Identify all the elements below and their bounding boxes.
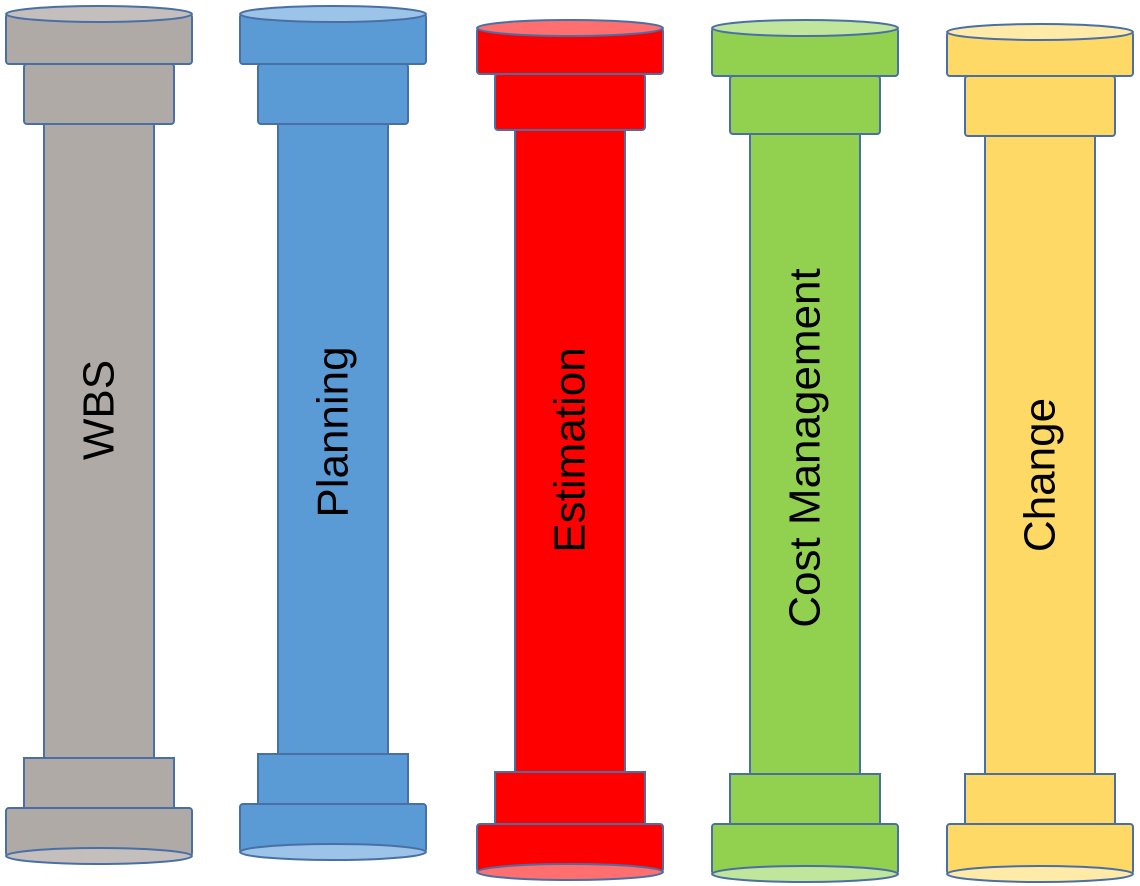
pillar-planning: Planning — [240, 6, 426, 860]
pillar-estimation: Estimation — [477, 20, 663, 880]
pillar-label: Planning — [309, 346, 358, 517]
pillar-base-neck — [24, 758, 174, 808]
pillar-wbs: WBS — [6, 6, 192, 864]
pillar-base-neck — [965, 774, 1115, 824]
pillar-label: Estimation — [546, 347, 595, 552]
pillar-capital-top — [6, 6, 192, 22]
pillar-capital-top — [240, 6, 426, 22]
pillar-capital-neck — [730, 76, 880, 134]
pillar-capital-top — [947, 24, 1133, 40]
pillar-base-neck — [495, 772, 645, 824]
pillar-capital-neck — [965, 76, 1115, 136]
pillar-capital-neck — [258, 64, 408, 124]
pillar-capital-neck — [24, 64, 174, 124]
pillar-base-neck — [258, 754, 408, 804]
pillar-capital-top — [712, 20, 898, 36]
pillar-label: Change — [1016, 398, 1065, 552]
pillar-base-bottom — [947, 866, 1133, 882]
pillar-label: WBS — [75, 360, 124, 460]
pillar-base-bottom — [240, 844, 426, 860]
pillar-base-bottom — [712, 866, 898, 882]
pillar-capital-neck — [495, 74, 645, 130]
pillar-capital-top — [477, 20, 663, 36]
pillar-change: Change — [947, 24, 1133, 882]
pillar-base-bottom — [477, 864, 663, 880]
pillar-label: Cost Management — [781, 268, 830, 628]
pillar-base-neck — [730, 774, 880, 824]
pillar-cost-management: Cost Management — [712, 20, 898, 882]
pillar-base-bottom — [6, 848, 192, 864]
